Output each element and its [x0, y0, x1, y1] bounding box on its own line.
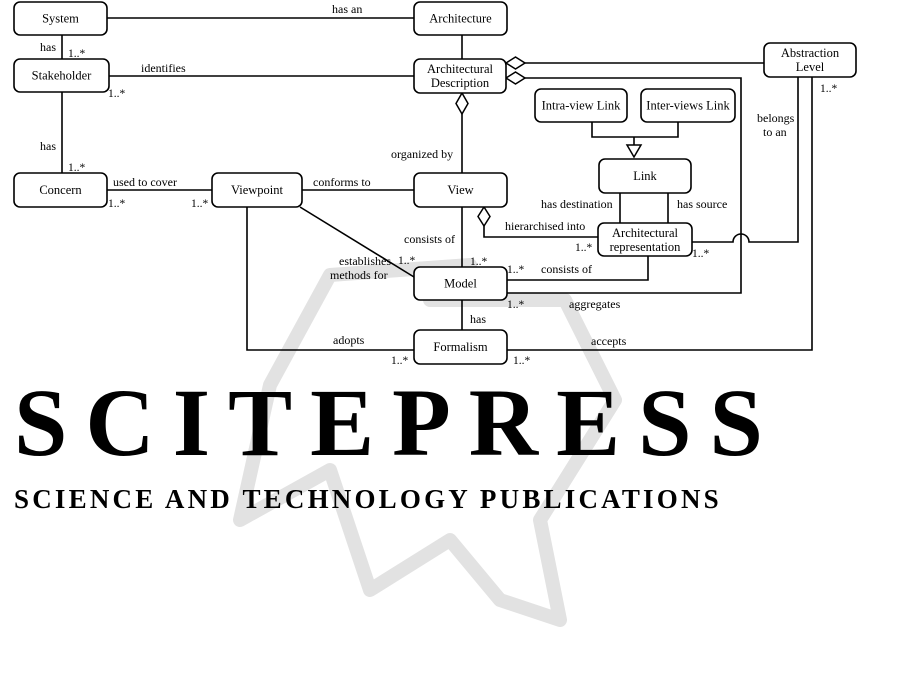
mult-abstraction: 1..* — [820, 83, 838, 95]
watermark-sub-text: SCIENCE AND TECHNOLOGY PUBLICATIONS — [14, 484, 722, 514]
label-hierarchised-into: hierarchised into — [505, 219, 585, 233]
node-architectural-description-line2: Description — [431, 76, 490, 90]
label-stakeholder-has: has — [40, 139, 56, 153]
label-has-destination: has destination — [541, 197, 613, 211]
node-architectural-representation-line1: Architectural — [612, 226, 678, 240]
mult-view-model: 1..* — [470, 256, 488, 268]
mult-model-aggregates: 1..* — [507, 299, 525, 311]
mult-concern: 1..* — [108, 198, 126, 210]
node-concern: Concern — [13, 172, 108, 208]
label-adopts: adopts — [333, 333, 365, 347]
scitepress-watermark: SCITEPRESS SCIENCE AND TECHNOLOGY PUBLIC… — [14, 258, 781, 627]
relation-labels: has an has identifies has used to cover … — [40, 2, 795, 348]
node-stakeholder-label: Stakeholder — [32, 69, 93, 83]
node-system-label: System — [42, 12, 79, 26]
mult-viewpoint: 1..* — [191, 198, 209, 210]
node-link-label: Link — [633, 169, 657, 183]
mult-establishes: 1..* — [398, 255, 416, 267]
node-inter-views-link-label: Inter-views Link — [646, 99, 730, 113]
label-consists-of-model: consists of — [541, 262, 592, 276]
edge-adopts — [246, 207, 414, 351]
mult-model-consists: 1..* — [507, 264, 525, 276]
node-system: System — [13, 1, 108, 36]
node-model-label: Model — [444, 277, 477, 291]
label-aggregates: aggregates — [569, 297, 621, 311]
label-establishes-line1: establishes — [339, 254, 391, 268]
node-intra-view-link: Intra-view Link — [534, 88, 628, 123]
node-formalism: Formalism — [413, 329, 508, 365]
mult-archrep-abstraction: 1..* — [692, 248, 710, 260]
node-view-label: View — [447, 183, 473, 197]
label-belongs-line1: belongs — [757, 111, 795, 125]
label-model-has: has — [470, 312, 486, 326]
node-abstraction-level-line2: Level — [796, 60, 825, 74]
aggregation-diamond-abstraction — [504, 56, 527, 70]
label-used-to-cover: used to cover — [113, 175, 177, 189]
node-inter-views-link: Inter-views Link — [640, 88, 736, 123]
node-model: Model — [413, 266, 508, 301]
label-has-an: has an — [332, 2, 362, 16]
mult-system-stakeholder: 1..* — [68, 48, 86, 60]
node-architectural-representation: Architectural representation — [597, 222, 693, 257]
edges — [61, 17, 813, 351]
node-architecture-label: Architecture — [429, 12, 492, 26]
node-architectural-representation-line2: representation — [610, 240, 682, 254]
node-viewpoint-label: Viewpoint — [231, 183, 284, 197]
node-link: Link — [598, 158, 692, 194]
label-consists-of-view: consists of — [404, 232, 455, 246]
edge-model-archrep — [507, 255, 649, 281]
mult-stakeholder-concern: 1..* — [68, 162, 86, 174]
node-architectural-description-line1: Architectural — [427, 62, 493, 76]
mult-accepts: 1..* — [513, 355, 531, 367]
node-abstraction-level-line1: Abstraction — [781, 46, 840, 60]
label-organized-by: organized by — [391, 147, 453, 161]
label-system-has: has — [40, 40, 56, 54]
node-intra-view-link-label: Intra-view Link — [542, 99, 622, 113]
node-concern-label: Concern — [39, 183, 82, 197]
label-belongs-line2: to an — [763, 125, 787, 139]
aggregation-diamond-organized — [455, 91, 469, 116]
aggregation-diamond-aggregates — [504, 71, 527, 85]
edge-aggregates — [507, 77, 742, 294]
node-abstraction-level: Abstraction Level — [763, 42, 857, 78]
node-viewpoint: Viewpoint — [211, 172, 303, 208]
node-architecture: Architecture — [413, 1, 508, 36]
label-accepts: accepts — [591, 334, 627, 348]
label-has-source: has source — [677, 197, 727, 211]
edge-intra-gen — [591, 122, 679, 138]
label-identifies: identifies — [141, 61, 186, 75]
edge-belongs-to — [692, 77, 799, 243]
label-establishes-line2: methods for — [330, 268, 388, 282]
node-architectural-description: Architectural Description — [413, 58, 507, 94]
label-conforms-to: conforms to — [313, 175, 371, 189]
mult-identifies: 1..* — [108, 88, 126, 100]
edge-accepts — [507, 77, 813, 351]
mult-archrep-hierarchised: 1..* — [575, 242, 593, 254]
watermark-main-text: SCITEPRESS — [14, 369, 781, 476]
aggregation-diamond-hierarchised — [477, 205, 491, 228]
generalization-triangle — [625, 144, 643, 159]
node-view: View — [413, 172, 508, 208]
node-formalism-label: Formalism — [433, 340, 487, 354]
mult-adopts: 1..* — [391, 355, 409, 367]
edge-hierarchised — [483, 226, 598, 238]
edge-establishes — [299, 206, 415, 278]
node-stakeholder: Stakeholder — [13, 58, 110, 93]
multiplicities: 1..* 1..* 1..* 1..* 1..* 1..* 1..* 1..* … — [68, 48, 838, 367]
